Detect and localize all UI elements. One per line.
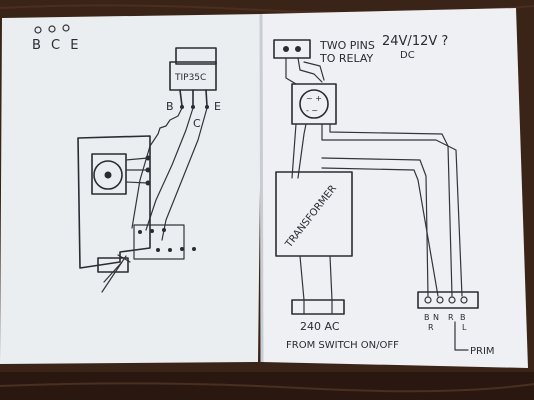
bridge-rectifier-box	[291, 83, 337, 125]
base-resistor	[149, 107, 183, 147]
transformer-box	[275, 171, 353, 257]
prim-label: PRIM	[470, 346, 495, 357]
wood-grain	[0, 382, 534, 393]
terminal-sub-r: R	[428, 323, 434, 332]
lower-terminal-block	[133, 224, 185, 260]
page-gutter-shadow	[259, 13, 264, 363]
supply-label-2: FROM SWITCH ON/OFF	[286, 340, 399, 351]
terminal-sub-l: L	[462, 323, 467, 332]
pcb-outline	[77, 135, 151, 269]
primary-terminal-block	[417, 291, 479, 309]
mains-input-connector	[291, 299, 345, 315]
terminal-label-4: B	[460, 313, 466, 322]
pin-b-label: B	[166, 100, 174, 113]
motor-circle	[93, 160, 123, 190]
motor-mount	[91, 153, 127, 195]
relay-note-line2: TO RELAY	[319, 52, 374, 65]
pin-c-label: C	[193, 117, 201, 130]
terminal-label-3: R	[448, 313, 454, 322]
transistor-label: TIP35C	[174, 73, 206, 83]
two-pin-connector	[273, 39, 311, 59]
rectifier-ac-symbol: ~ +	[306, 94, 322, 103]
supply-label-1: 240 AC	[300, 320, 340, 333]
left-page-diagram: B C E TIP35C B C E	[32, 24, 221, 293]
terminal-label-2: N	[433, 313, 439, 322]
pin-e-label: E	[214, 100, 221, 113]
bridge-rectifier	[299, 89, 329, 119]
transistor-tab	[175, 47, 217, 65]
relay-note-line1: TWO PINS	[319, 39, 375, 52]
voltage-note: 24V/12V ?	[382, 34, 448, 49]
left-paper-sheet	[0, 14, 262, 364]
terminal-label-1: B	[424, 313, 430, 322]
dc-label: DC	[400, 50, 415, 61]
pin-legend-text: B C E	[32, 38, 81, 53]
rectifier-dc-symbol: - ~	[306, 106, 318, 115]
